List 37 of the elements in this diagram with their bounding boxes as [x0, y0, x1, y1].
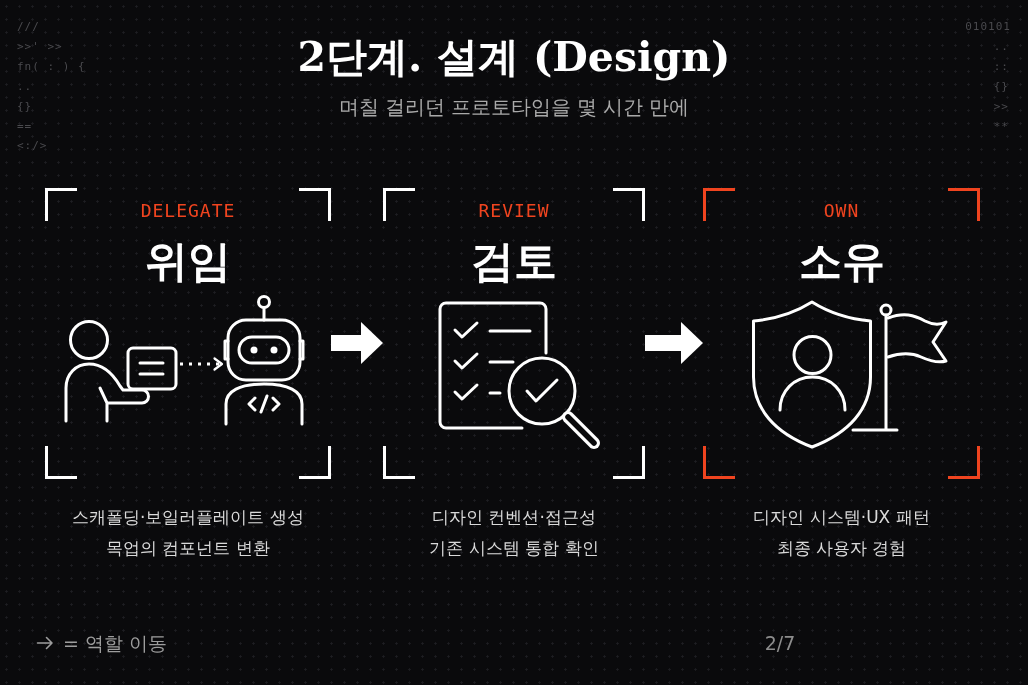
arrow [645, 322, 703, 364]
code-text: fn( : ) { [17, 60, 86, 74]
stage-description: 최종 사용자 경험 [776, 537, 907, 559]
page-number: 2/7 [764, 631, 796, 655]
stage-description: 스캐폴딩·보일러플레이트 생성 [72, 506, 304, 528]
stage-heading: 위임 [145, 236, 231, 288]
code-text: :: [993, 60, 1009, 74]
code-text: .. [993, 40, 1009, 54]
dotted-arrow [180, 357, 224, 371]
stage-description: 기존 시스템 통합 확인 [429, 537, 599, 559]
code-text: >> [993, 100, 1009, 114]
code-text: >>' >> [17, 40, 63, 54]
person-document-icon [62, 318, 180, 424]
stage-description: 목업의 컴포넌트 변환 [106, 537, 270, 559]
stage-tag: DELEGATE [140, 200, 236, 222]
arrow [331, 322, 383, 364]
code-text: {} [993, 80, 1009, 94]
legend-label: = 역할 이동 [63, 631, 167, 655]
robot-icon [222, 294, 306, 426]
code-text: /// [17, 20, 40, 34]
code-text: ** [993, 120, 1009, 134]
code-text: .. [17, 80, 33, 94]
stage-tag: OWN [823, 200, 860, 222]
code-text: 010101 [965, 20, 1011, 34]
corner-bracket-frame [45, 188, 331, 479]
stage-heading: 검토 [471, 236, 557, 288]
stage-description: 디자인 시스템·UX 패턴 [753, 506, 930, 528]
stage-description: 디자인 컨벤션·접근성 [432, 506, 596, 528]
subtitle: 며칠 걸리던 프로토타입을 몇 시간 만에 [338, 96, 690, 120]
title: 2단계. 설계 (Design) [297, 33, 731, 83]
corner-bracket-frame [703, 188, 980, 479]
code-text: <:/> [17, 139, 48, 153]
code-text: {} [17, 100, 33, 114]
stage-heading: 소유 [798, 236, 885, 288]
stage-tag: REVIEW [478, 200, 550, 222]
corner-bracket-frame [383, 188, 645, 479]
code-text: == [17, 120, 33, 134]
